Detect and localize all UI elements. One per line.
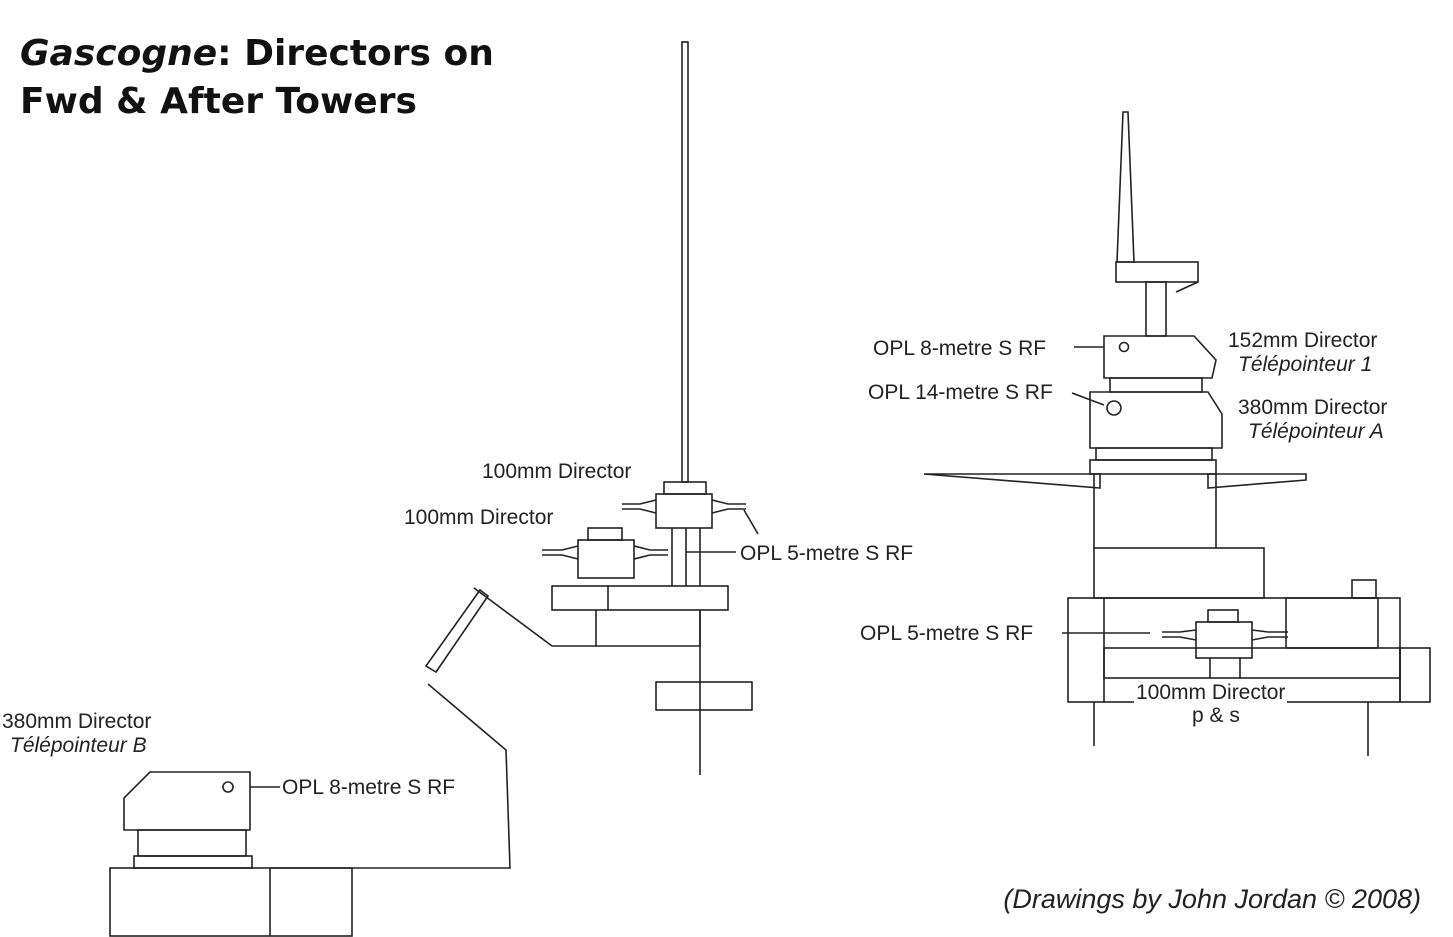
fwd-lower-100mm-label: 100mm Director (404, 506, 554, 529)
drawing-credit: (Drawings by John Jordan © 2008) (1003, 884, 1421, 914)
aft-100mm-label: 100mm Director (1134, 681, 1288, 705)
aft-telepointeur1-label: Télépointeur 1 (1238, 353, 1373, 376)
aft-opl8-label: OPL 8-metre S RF (873, 337, 1047, 360)
fwd-opl5-label: OPL 5-metre S RF (740, 542, 914, 565)
after-tower-drawing (923, 111, 1431, 756)
aft-152mm-label: 152mm Director (1228, 329, 1378, 352)
aft-380mm-label: 380mm Director (1238, 396, 1388, 419)
fwd-upper-100mm-label: 100mm Director (482, 460, 632, 483)
b-telepointeur-label: Télépointeur B (10, 734, 147, 757)
aft-opl14-label: OPL 14-metre S RF (868, 381, 1053, 404)
title-line2: Fwd & After Towers (20, 81, 417, 122)
aft-ps-label: p & s (1192, 704, 1240, 727)
leader-lines (250, 346, 1150, 788)
aft-opl5-label: OPL 5-metre S RF (860, 622, 1034, 645)
forward-tower-drawing (109, 41, 753, 937)
diagram-title: Gascogne: Directors on Fwd & After Tower… (20, 30, 494, 126)
b-opl8-label: OPL 8-metre S RF (282, 776, 456, 799)
b-380mm-label: 380mm Director (2, 710, 152, 733)
title-line1: : Directors on (217, 33, 494, 74)
aft-telepointeurA-label: Télépointeur A (1248, 420, 1384, 443)
title-ship-name: Gascogne (20, 33, 218, 74)
